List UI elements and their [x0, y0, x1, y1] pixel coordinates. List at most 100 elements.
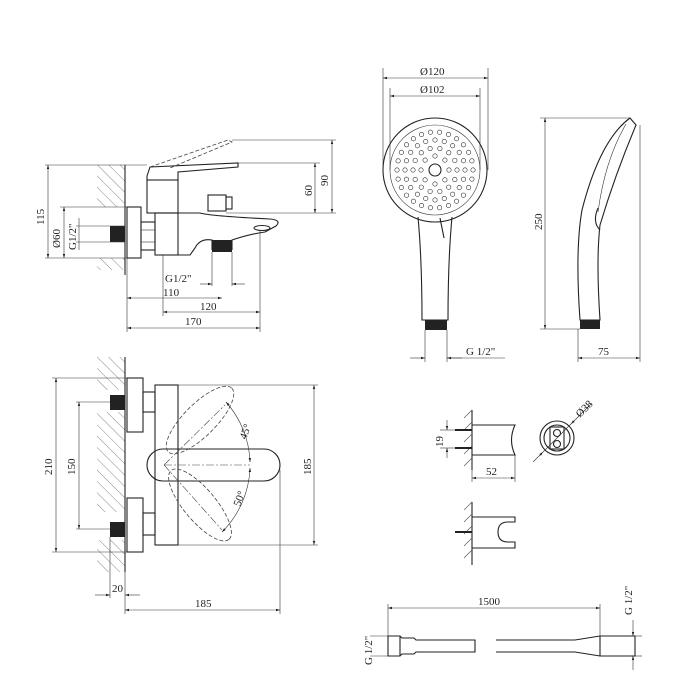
spray-nozzle	[432, 197, 438, 203]
spray-nozzle	[442, 177, 448, 183]
spray-nozzle	[394, 167, 400, 173]
dim-38: Ø38	[574, 398, 596, 420]
spray-nozzle	[461, 176, 467, 182]
spray-nozzle	[452, 157, 458, 163]
spray-nozzle	[460, 192, 466, 198]
spray-nozzle	[418, 150, 424, 156]
spray-nozzle	[469, 158, 475, 164]
lever	[146, 162, 239, 181]
spray-nozzle	[418, 167, 424, 173]
spray-nozzle	[445, 131, 451, 137]
spray-nozzle	[456, 185, 462, 191]
spray-nozzle	[410, 136, 416, 142]
shower-hose: 1500 G 1/2" G 1/2"	[363, 586, 642, 670]
dim-60: 60	[303, 185, 315, 197]
wall-holder-round: Ø38	[532, 398, 596, 463]
spray-nozzle	[398, 185, 404, 191]
spray-nozzle	[454, 136, 460, 142]
spray-nozzle	[427, 205, 433, 211]
spray-nozzle	[456, 149, 462, 155]
wall-hatch	[97, 165, 125, 207]
spray-nozzle	[437, 205, 443, 211]
dim-150: 150	[66, 458, 78, 475]
dim-75: 75	[598, 346, 610, 358]
spray-nozzle	[450, 143, 456, 149]
mixer-side-view: 115 Ø60 G1/2" 60 90 G1/2" 110 120 170	[35, 139, 336, 332]
wall-flange	[126, 206, 142, 259]
spray-nozzle	[427, 129, 433, 135]
spray-nozzle	[408, 149, 414, 155]
dim-19: 19	[434, 436, 446, 448]
spray-nozzle	[437, 188, 443, 194]
dim-170: 170	[185, 316, 202, 328]
spray-nozzle	[460, 142, 466, 148]
dim-outlet-thread: G1/2"	[165, 273, 192, 285]
dim-flange-diameter: Ø60	[51, 229, 63, 248]
dim-52: 52	[486, 466, 497, 478]
spray-nozzle	[466, 149, 472, 155]
mixer-front-view: 210 150 185 45° 50° 20 185	[43, 357, 318, 614]
spray-nozzle	[408, 185, 414, 191]
spray-nozzle	[442, 157, 448, 163]
dim-185-horizontal: 185	[195, 598, 212, 610]
spray-nozzle	[432, 153, 438, 159]
dim-head-102: Ø102	[420, 84, 444, 96]
spray-nozzle	[412, 177, 418, 183]
spray-nozzle	[422, 177, 428, 183]
spray-nozzle	[423, 138, 429, 144]
dim-head-120: Ø120	[420, 66, 445, 78]
dim-210: 210	[43, 458, 55, 475]
spray-nozzle	[441, 196, 447, 202]
spray-nozzle	[404, 142, 410, 148]
dim-hose-thread-right: G 1/2"	[623, 586, 635, 615]
spray-nozzle	[395, 158, 401, 164]
mixer-body	[154, 212, 179, 256]
spray-nozzle	[423, 196, 429, 202]
spray-nozzle	[454, 198, 460, 204]
spray-nozzle	[454, 167, 460, 173]
hand-shower-front: Ø120 Ø102 G 1/2"	[382, 66, 505, 362]
spray-nozzle	[422, 157, 428, 163]
spray-nozzle	[404, 192, 410, 198]
spray-nozzle	[466, 185, 472, 191]
dim-1500: 1500	[478, 596, 501, 608]
spray-nozzle	[446, 150, 452, 156]
spray-nozzle	[419, 203, 425, 209]
spray-nozzle	[403, 158, 409, 164]
dim-185-vertical: 185	[302, 458, 314, 475]
spray-nozzle	[437, 129, 443, 135]
spray-nozzle	[469, 176, 475, 182]
spray-nozzle	[395, 176, 401, 182]
spray-nozzle	[432, 137, 438, 143]
dim-inlet-thread: G1/2"	[67, 224, 79, 251]
angle-50: 50°	[232, 489, 249, 508]
inlet-thread	[110, 226, 125, 242]
spray-nozzle	[410, 167, 416, 173]
outlet-thread	[212, 240, 232, 252]
diverter-knob	[207, 194, 227, 212]
spray-nozzle	[410, 198, 416, 204]
spray-nozzle	[452, 177, 458, 183]
spray-nozzle	[437, 146, 443, 152]
spray-nozzle	[470, 167, 476, 173]
spray-nozzle	[398, 149, 404, 155]
dim-90: 90	[319, 175, 331, 187]
dim-250: 250	[533, 213, 545, 230]
spray-nozzle	[414, 191, 420, 197]
spray-nozzle	[445, 203, 451, 209]
spray-nozzle	[461, 158, 467, 164]
hand-shower-side: 250 75	[533, 117, 641, 362]
angle-45: 45°	[238, 422, 255, 441]
dim-hose-thread-left: G 1/2"	[363, 636, 375, 665]
spout	[178, 212, 279, 256]
spray-nozzle	[441, 138, 447, 144]
spray-nozzle	[427, 188, 433, 194]
spray-nozzle	[450, 191, 456, 197]
dim-20: 20	[112, 583, 124, 595]
dim-shower-thread: G 1/2"	[466, 346, 495, 358]
dim-110: 110	[163, 287, 180, 299]
spray-nozzle	[432, 181, 438, 187]
spray-nozzle	[414, 143, 420, 149]
